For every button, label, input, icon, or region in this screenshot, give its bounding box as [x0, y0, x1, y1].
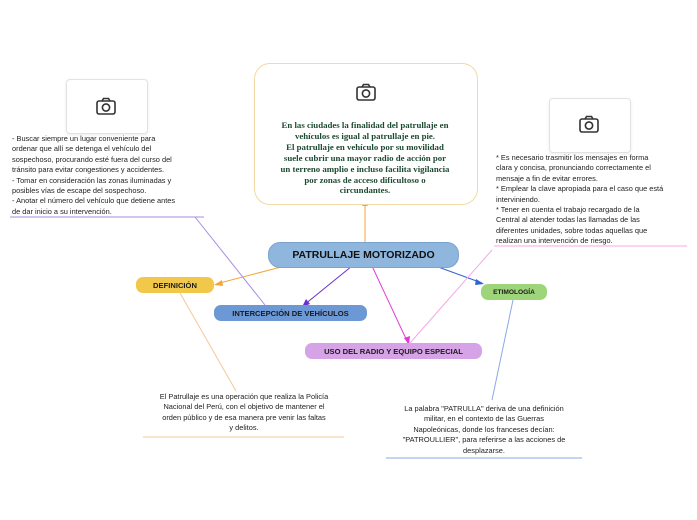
topic-interceptacion[interactable]: INTERCEPCIÓN DE VEHÍCULOS — [214, 305, 367, 321]
definition-note-text: El Patrullaje es una operación que reali… — [159, 392, 329, 433]
connector-central-uso — [371, 265, 409, 344]
topic-etimologia[interactable]: ETIMOLOGÍA — [481, 284, 547, 300]
top-note-text: En las ciudades la finalidad del patrull… — [280, 120, 450, 196]
left-image-card — [66, 79, 148, 134]
right-note-text: * Es necesario trasmitir los mensajes en… — [496, 153, 664, 246]
top-note-box — [254, 63, 478, 205]
camera-icon — [96, 97, 116, 115]
arrowhead-etimologia — [475, 279, 484, 285]
right-image-card — [549, 98, 631, 153]
connector-central-interceptacion — [303, 265, 353, 306]
arrowhead-definicion — [214, 280, 223, 286]
topic-uso-radio[interactable]: USO DEL RADIO Y EQUIPO ESPECIAL — [305, 343, 482, 359]
camera-icon — [356, 83, 376, 101]
arrowhead-uso — [404, 336, 410, 345]
left-note-text: - Buscar siempre un lugar conveniente pa… — [12, 134, 176, 216]
central-topic[interactable]: PATRULLAJE MOTORIZADO — [268, 242, 459, 268]
etymology-note-text: La palabra "PATRULLA" deriva de una defi… — [402, 404, 566, 455]
camera-icon — [579, 115, 599, 133]
connector-definicion-note — [179, 292, 237, 392]
topic-definicion[interactable]: DEFINICIÓN — [136, 277, 214, 293]
connector-etimologia-note — [491, 299, 514, 401]
connector-interceptacion-left — [194, 216, 266, 306]
connector-uso-right — [409, 249, 493, 344]
